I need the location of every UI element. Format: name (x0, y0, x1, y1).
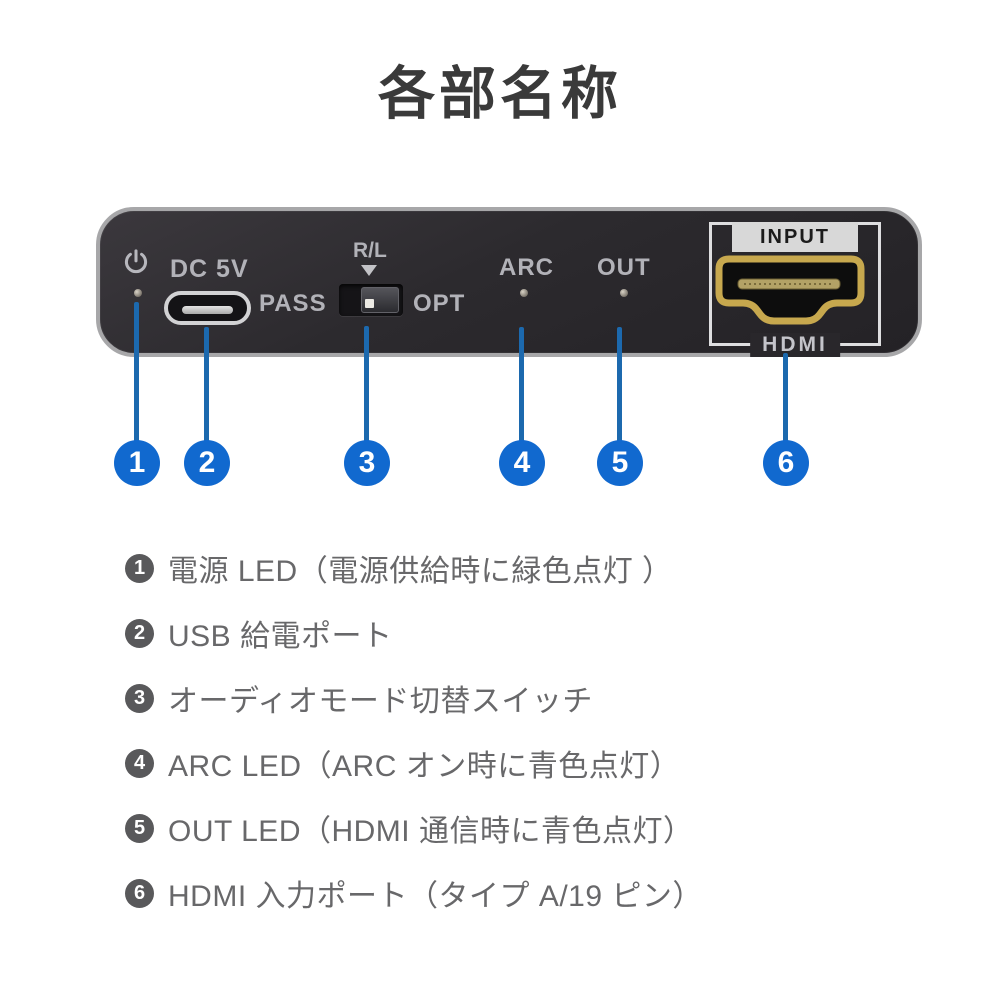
dc5v-label: DC 5V (170, 255, 249, 283)
callout-line-4 (519, 327, 524, 442)
legend-item-5: 5 OUT LED（HDMI 通信時に青色点灯） (125, 811, 693, 848)
callout-badge-1: 1 (114, 440, 160, 486)
callout-line-6 (783, 353, 788, 442)
callout-number: 3 (358, 446, 376, 479)
legend-label: USB 給電ポート (168, 620, 393, 653)
legend-item-3: 3 オーディオモード切替スイッチ (125, 681, 593, 718)
usb-c-slot (182, 306, 233, 314)
legend-label: HDMI 入力ポート（タイプ A/19 ピン） (168, 880, 703, 913)
legend-label: 電源 LED（電源供給時に緑色点灯 ） (168, 555, 673, 588)
legend-item-2: 2 USB 給電ポート (125, 616, 393, 653)
legend-label: OUT LED（HDMI 通信時に青色点灯） (168, 815, 694, 848)
callout-badge-6: 6 (763, 440, 809, 486)
usb-c-port (164, 291, 251, 325)
switch-rl-label: R/L (353, 239, 387, 262)
switch-pass-label: PASS (259, 290, 327, 317)
callout-badge-5: 5 (597, 440, 643, 486)
callout-line-2 (204, 327, 209, 442)
callout-badge-2: 2 (184, 440, 230, 486)
device-panel-face: DC 5V R/L PASS OPT ARC OUT INPUT (100, 211, 918, 357)
legend-item-1: 1 電源 LED（電源供給時に緑色点灯 ） (125, 551, 673, 588)
callout-line-1 (134, 302, 139, 442)
arc-label: ARC (499, 254, 554, 281)
hdmi-connector-icon (715, 255, 865, 325)
out-led (620, 289, 628, 297)
hdmi-label: HDMI (750, 333, 840, 357)
legend-bullet-5: 5 (125, 813, 154, 843)
callout-badge-4: 4 (499, 440, 545, 486)
hdmi-port-frame: INPUT HDMI (709, 222, 881, 357)
legend-number: 4 (133, 751, 146, 774)
legend-bullet-1: 1 (125, 553, 154, 583)
callout-number: 4 (513, 446, 531, 479)
power-led (134, 289, 142, 297)
legend-bullet-3: 3 (125, 683, 154, 713)
switch-knob-mark (365, 299, 374, 308)
hdmi-input-label: INPUT (732, 222, 858, 252)
callout-line-5 (617, 327, 622, 442)
legend-label: ARC LED（ARC オン時に青色点灯） (168, 750, 681, 783)
legend-number: 5 (133, 816, 146, 839)
callout-line-3 (364, 326, 369, 442)
device-panel: DC 5V R/L PASS OPT ARC OUT INPUT (96, 207, 922, 357)
legend-item-4: 4 ARC LED（ARC オン時に青色点灯） (125, 746, 680, 783)
arc-led (520, 289, 528, 297)
callout-number: 1 (128, 446, 146, 479)
legend-bullet-6: 6 (125, 878, 154, 908)
switch-knob (361, 287, 399, 313)
legend-bullet-2: 2 (125, 618, 154, 648)
legend-item-6: 6 HDMI 入力ポート（タイプ A/19 ピン） (125, 876, 703, 913)
page-title: 各部名称 (378, 62, 622, 126)
legend-number: 6 (133, 881, 146, 904)
legend-bullet-4: 4 (125, 748, 154, 778)
power-icon (124, 249, 148, 274)
legend-label: オーディオモード切替スイッチ (168, 685, 593, 718)
callout-badge-3: 3 (344, 440, 390, 486)
callout-number: 2 (198, 446, 216, 479)
arrow-down-icon (361, 265, 377, 276)
legend-number: 3 (133, 686, 146, 709)
callout-number: 6 (777, 446, 795, 479)
callout-number: 5 (611, 446, 629, 479)
audio-mode-switch (339, 284, 403, 316)
switch-opt-label: OPT (413, 290, 466, 317)
legend-number: 2 (133, 621, 146, 644)
out-label: OUT (597, 254, 651, 281)
legend-number: 1 (133, 556, 146, 579)
